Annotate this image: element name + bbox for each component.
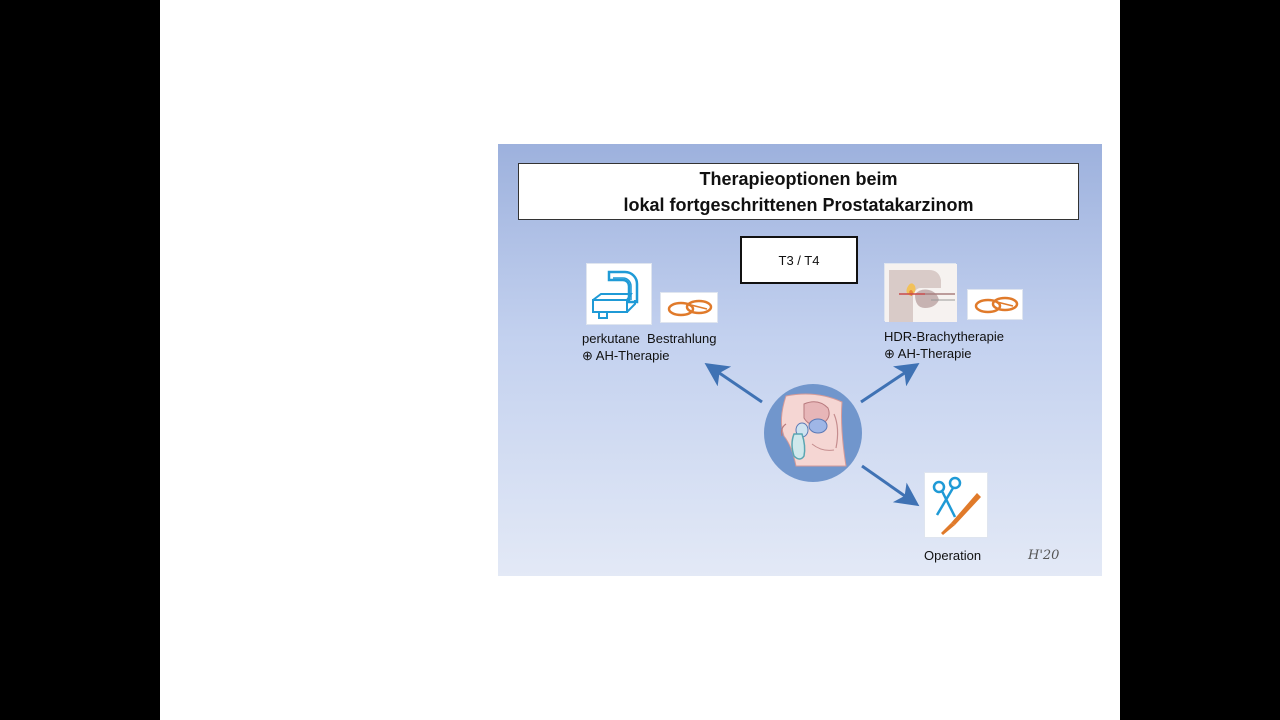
stage-label: T3 / T4 [778, 252, 820, 268]
radiation-line-2: ⊕ AH-Therapie [582, 348, 670, 363]
slide-page: Therapieoptionen beim lokal fortgeschrit… [160, 0, 1120, 720]
arrow-to-radiation [704, 362, 763, 404]
surgery-label: Operation [924, 548, 982, 563]
hormone-pill-tile-right [967, 289, 1023, 320]
linear-accelerator-tile [586, 263, 652, 325]
title-line-2: lokal fortgeschrittenen Prostatakarzinom [623, 194, 974, 215]
brachy-line-2: ⊕ AH-Therapie [884, 346, 972, 361]
brachy-line-1: HDR-Brachytherapie [884, 329, 1004, 344]
hormone-pill-icon [667, 299, 713, 317]
linear-accelerator-icon [592, 270, 639, 319]
brachytherapy-icon [885, 264, 957, 322]
hormone-pill-icon [974, 296, 1019, 314]
arrow-to-brachy [860, 363, 920, 404]
author-signature: H'20 [1028, 548, 1060, 563]
surgery-tile [924, 472, 988, 538]
anatomy-circle [764, 384, 862, 482]
arrows [704, 362, 920, 507]
title-box: Therapieoptionen beim lokal fortgeschrit… [518, 163, 1079, 220]
pelvis-anatomy-icon [780, 393, 847, 467]
radiation-label: perkutane Bestrahlung ⊕ AH-Therapie [582, 330, 716, 364]
brachytherapy-tile [884, 263, 957, 322]
radiation-line-1: perkutane Bestrahlung [582, 331, 717, 346]
title-line-1: Therapieoptionen beim [699, 168, 898, 189]
brachy-label: HDR-Brachytherapie ⊕ AH-Therapie [884, 328, 1004, 362]
stage-box: T3 / T4 [740, 236, 858, 284]
diagram-slide: Therapieoptionen beim lokal fortgeschrit… [498, 144, 1102, 576]
arrow-to-surgery [861, 464, 920, 507]
hormone-pill-tile-left [660, 292, 718, 323]
scissors-scalpel-icon [932, 476, 981, 535]
